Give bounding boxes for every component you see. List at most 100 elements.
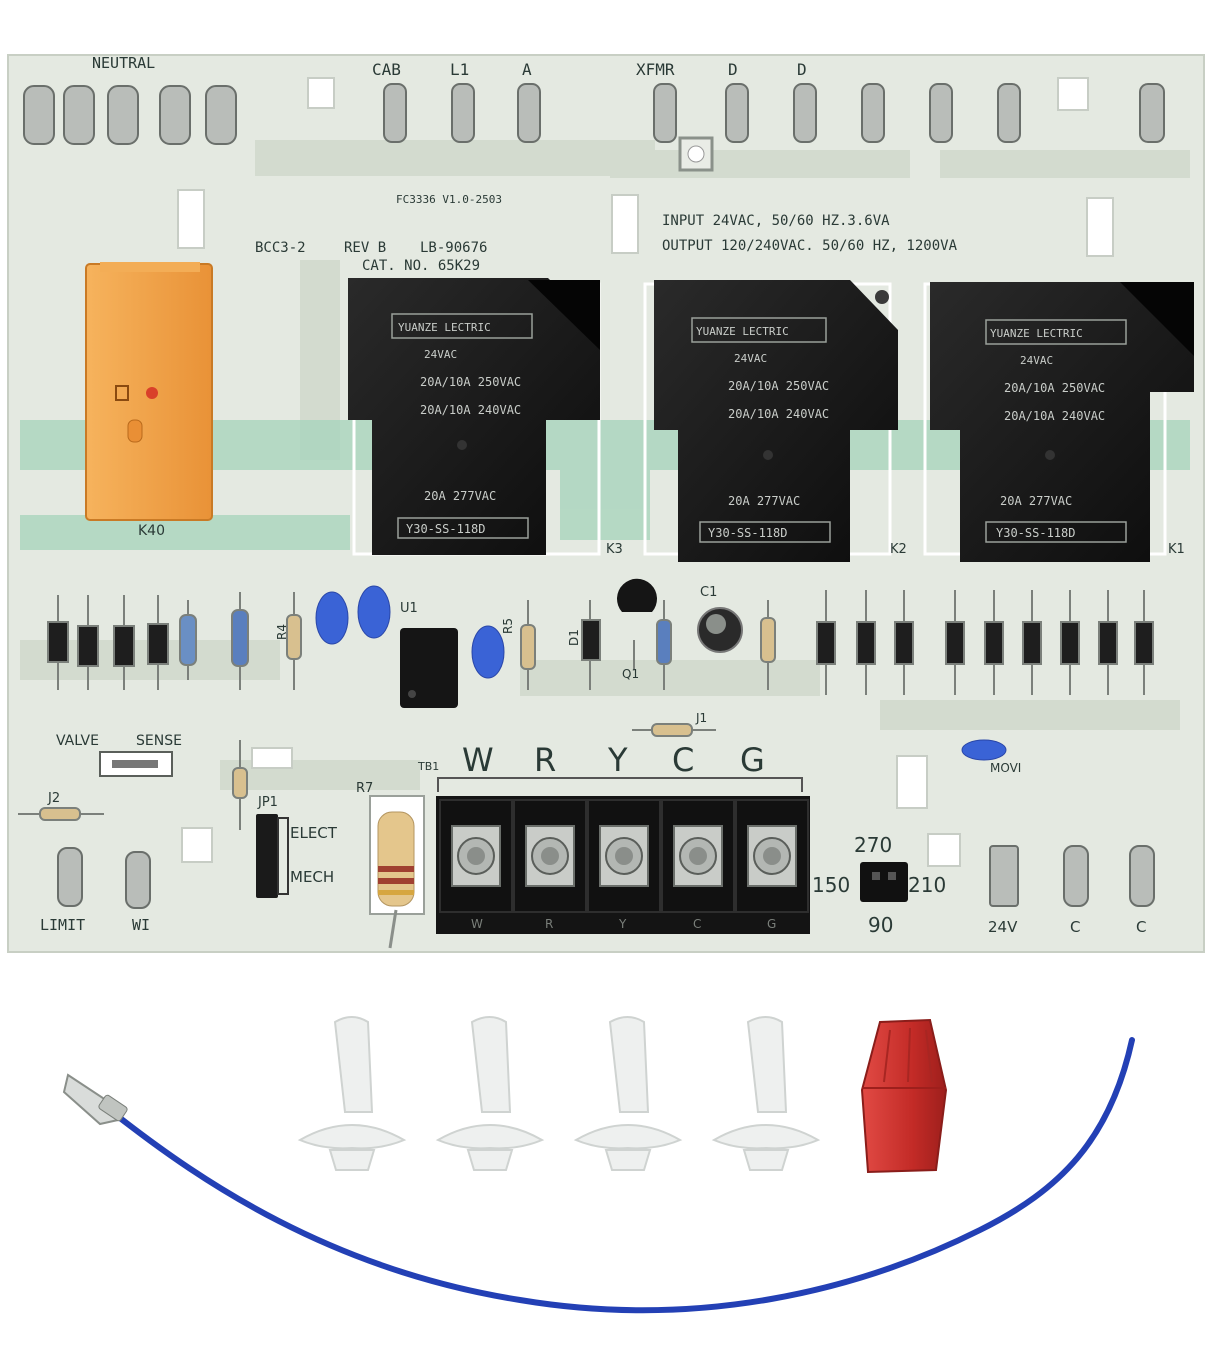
wire-nut [860, 1018, 948, 1174]
tb1-label: TB1 [417, 760, 439, 773]
relay-k1-model: Y30-SS-118D [996, 526, 1075, 540]
relay-k3-model: Y30-SS-118D [406, 522, 485, 536]
u1-label: U1 [400, 601, 418, 616]
speed-150: 150 [812, 873, 850, 897]
input-spec: INPUT 24VAC, 50/60 HZ.3.6VA [662, 213, 890, 229]
d-label-2: D [797, 60, 807, 79]
bottom-terminals [57, 845, 1155, 909]
d-label-1: D [728, 60, 738, 79]
model-label: BCC3-2 [255, 240, 306, 256]
v24-label: 24V [988, 918, 1018, 936]
terminal-block-top-labels: W R Y C G [462, 741, 765, 779]
relay-k2-model: Y30-SS-118D [708, 526, 787, 540]
tb-bottom-y: Y [618, 917, 627, 931]
circuit-board: NEUTRAL CAB L1 A XFMR D D FC3336 V1.0-25… [7, 54, 1205, 953]
r4-label: R4 [275, 624, 289, 640]
part-code: FC3336 V1.0-2503 [396, 193, 502, 206]
standoff-3 [573, 1016, 683, 1171]
c-label-1: C [1070, 918, 1080, 936]
neutral-label: NEUTRAL [92, 54, 155, 72]
r5-label: R5 [501, 618, 515, 634]
resistor-j1 [632, 723, 716, 737]
standoff-2 [435, 1016, 545, 1171]
relay-k1-rating1: 20A/10A 250VAC [1004, 381, 1105, 395]
elect-label: ELECT [290, 824, 338, 842]
tb-bottom-r: R [545, 917, 553, 931]
relay-k3-rating2: 20A/10A 240VAC [420, 403, 521, 417]
speed-jumper [860, 862, 908, 902]
diodes-right [816, 590, 1154, 695]
lb-number: LB-90676 [420, 240, 487, 256]
resistor-small [232, 740, 248, 830]
c1-label: C1 [700, 585, 717, 600]
c-label-2: C [1136, 918, 1146, 936]
plastic-standoffs [297, 1016, 821, 1171]
relay-k3-rating1: 20A/10A 250VAC [420, 375, 521, 389]
speed-210: 210 [908, 873, 946, 897]
relay-k2-rating1: 20A/10A 250VAC [728, 379, 829, 393]
resistor-j2 [18, 807, 104, 821]
relay-k1: YUANZE LECTRIC 24VAC 20A/10A 250VAC 20A/… [923, 282, 1194, 562]
tb-top-w: W [462, 741, 494, 779]
relay-k3-brand: YUANZE LECTRIC [398, 321, 491, 334]
terminal-screws [451, 825, 797, 887]
mech-label: MECH [290, 868, 334, 886]
relay-k3-coil: 24VAC [424, 348, 457, 361]
small-relay-label: K40 [138, 523, 165, 539]
sense-label: SENSE [136, 733, 182, 749]
speed-270: 270 [854, 833, 892, 857]
speed-90: 90 [868, 913, 893, 937]
limit-label: LIMIT [40, 916, 85, 934]
relay-k2-label: K2 [890, 542, 907, 557]
mounting-holes [177, 77, 1114, 867]
jp1-jumper [256, 814, 278, 898]
tb-bottom-w: W [471, 917, 483, 931]
standoff-4 [711, 1016, 821, 1171]
small-relay-k40: K40 [85, 262, 213, 539]
tb-bottom-c: C [693, 917, 701, 931]
diode-d1 [581, 600, 601, 690]
tb-bottom-g: G [767, 917, 776, 931]
q1-label: Q1 [622, 667, 639, 681]
valve-label: VALVE [56, 733, 99, 749]
relay-k1-ul: 20A 277VAC [1000, 494, 1072, 508]
relay-k1-label: K1 [1168, 542, 1185, 557]
output-spec: OUTPUT 120/240VAC. 50/60 HZ, 1200VA [662, 238, 958, 254]
xfmr-label: XFMR [636, 60, 675, 79]
top-terminals [23, 83, 1165, 145]
tb-top-r: R [534, 741, 556, 779]
relay-k2-coil: 24VAC [734, 352, 767, 365]
hole-icon [687, 145, 705, 163]
rev-label: REV B [344, 240, 386, 256]
relay-k2-brand: YUANZE LECTRIC [696, 325, 789, 338]
transistor-q1: Q1 [617, 578, 658, 681]
cat-number: CAT. NO. 65K29 [362, 258, 480, 274]
wi-label: WI [132, 916, 150, 934]
capacitor-c1: C1 [697, 585, 743, 653]
standoff-1 [297, 1016, 407, 1171]
relay-k3-ul: 20A 277VAC [424, 489, 496, 503]
blue-wire [62, 1037, 1135, 1314]
j2-label: J2 [47, 791, 60, 806]
relay-k1-brand: YUANZE LECTRIC [990, 327, 1083, 340]
relay-k2: YUANZE LECTRIC 24VAC 20A/10A 250VAC 20A/… [643, 280, 907, 562]
resistor-r5 [520, 600, 536, 690]
tb-top-y: Y [607, 741, 628, 779]
relay-k1-coil: 24VAC [1020, 354, 1053, 367]
j1-label: J1 [695, 711, 707, 725]
terminal-block: W R Y C G [436, 796, 810, 934]
relay-k2-rating2: 20A/10A 240VAC [728, 407, 829, 421]
cab-label: CAB [372, 60, 401, 79]
diodes-left [47, 592, 302, 690]
a-label: A [522, 60, 532, 79]
tb-top-g: G [740, 741, 765, 779]
jp1-label: JP1 [257, 795, 278, 810]
tb-top-c: C [672, 741, 694, 779]
relay-k3: YUANZE LECTRIC 24VAC 20A/10A 250VAC 20A/… [348, 278, 623, 557]
l1-label: L1 [450, 60, 469, 79]
relay-k2-ul: 20A 277VAC [728, 494, 800, 508]
movi-label: MOVI [990, 761, 1021, 775]
relay-k3-label: K3 [606, 542, 623, 557]
ic-u1: U1 [400, 601, 458, 708]
